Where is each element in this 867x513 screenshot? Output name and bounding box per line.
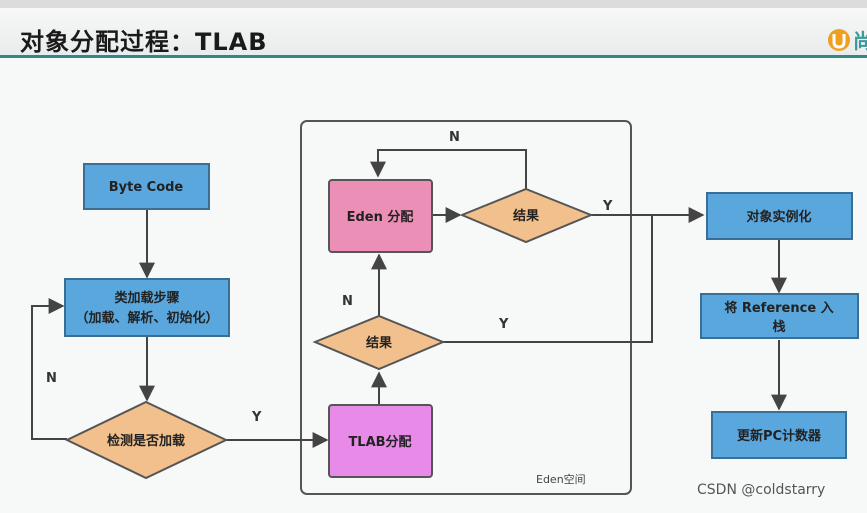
watermark: CSDN @coldstarry — [697, 482, 826, 498]
logo-glyph: 尚 — [853, 29, 867, 53]
node-byte-code: Byte Code — [83, 163, 210, 210]
eden-region-label: Eden空间 — [536, 472, 586, 486]
svg-text:检测是否加载: 检测是否加载 — [107, 433, 185, 449]
node-result-upper: 结果 — [459, 187, 594, 244]
flowchart: Eden空间 Byte Code 类加载步骤 （加载、解析、初始化） — [31, 120, 859, 495]
slide-title: 对象分配过程：TLAB — [20, 28, 268, 56]
eden-region — [300, 120, 632, 495]
svg-text:Eden 分配: Eden 分配 — [347, 209, 414, 225]
svg-text:结果: 结果 — [513, 208, 539, 224]
slide-header: 对象分配过程：TLAB 尚 — [0, 8, 867, 56]
node-eden-alloc: Eden 分配 — [328, 179, 433, 253]
svg-text:更新PC计数器: 更新PC计数器 — [737, 428, 822, 444]
node-update-pc: 更新PC计数器 — [711, 411, 847, 459]
header-rule — [0, 55, 867, 58]
svg-text:（加载、解析、初始化）: （加载、解析、初始化） — [75, 310, 218, 326]
node-instantiate: 对象实例化 — [706, 192, 853, 240]
svg-text:Byte Code: Byte Code — [109, 180, 184, 195]
brand-logo-icon: 尚 — [828, 29, 867, 53]
diagram-canvas: Eden空间 Byte Code 类加载步骤 （加载、解析、初始化） — [0, 58, 867, 513]
label-check-no: N — [46, 371, 57, 386]
node-result-lower: 结果 — [312, 314, 446, 371]
svg-text:将 Reference 入: 将 Reference 入 — [724, 300, 833, 316]
edge-upper-no — [370, 149, 527, 189]
edges — [31, 149, 787, 448]
label-upper-no: N — [449, 130, 460, 145]
label-lower-yes: Y — [498, 317, 509, 332]
svg-text:结果: 结果 — [366, 335, 392, 351]
svg-text:TLAB分配: TLAB分配 — [348, 434, 411, 450]
edge-lower-yes — [442, 215, 653, 343]
label-upper-yes: Y — [602, 199, 613, 214]
node-check-loaded: 检测是否加载 — [64, 400, 229, 480]
node-push-reference: 将 Reference 入 栈 — [700, 293, 859, 339]
top-strip — [0, 0, 867, 8]
svg-text:栈: 栈 — [772, 319, 785, 335]
edge-check-no — [31, 298, 67, 440]
node-class-loading: 类加载步骤 （加载、解析、初始化） — [64, 278, 230, 337]
node-tlab-alloc: TLAB分配 — [328, 404, 433, 478]
svg-text:对象实例化: 对象实例化 — [746, 209, 811, 225]
label-lower-no: N — [342, 294, 353, 309]
svg-text:类加载步骤: 类加载步骤 — [114, 290, 179, 306]
label-check-yes: Y — [251, 410, 262, 425]
